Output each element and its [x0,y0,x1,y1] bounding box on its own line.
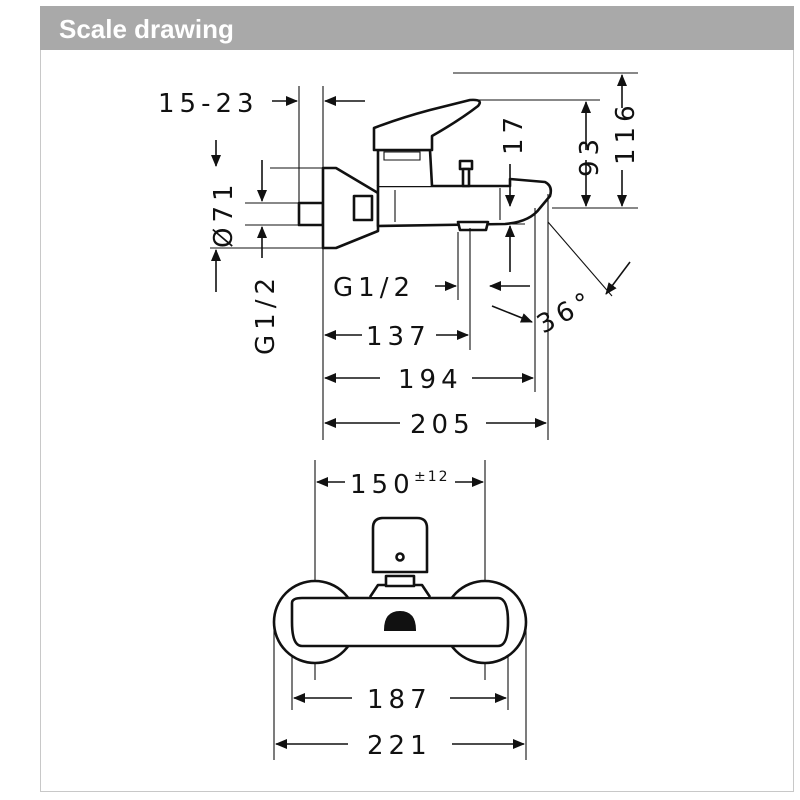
dim-angle: 36° [491,221,631,340]
front-body [272,516,528,665]
label-wall-depth: 15-23 [158,89,259,119]
dim-height-116: 116 [611,74,641,207]
side-lever [372,98,482,152]
side-diverter-stem [461,167,471,188]
dim-width-187: 187 [293,685,507,715]
dim-height-93: 93 [575,101,605,207]
side-nut [352,194,374,222]
dim-lever-17: 17 [499,112,529,272]
side-view: 15-23 Ø71 G1/2 17 [158,72,641,440]
label-centers: 150 [350,470,415,500]
front-lever-screw [395,552,405,562]
dim-thread-outlet: G1/2 [333,273,530,303]
label-height-116: 116 [611,100,641,165]
front-cartridge-ring [384,574,416,588]
side-nipple [297,201,325,227]
header-title: Scale drawing [59,14,234,44]
label-angle: 36° [532,285,600,340]
dim-length-137: 137 [324,322,469,352]
dim-width-221: 221 [275,731,525,761]
dim-length-205: 205 [324,410,547,440]
header-bar: Scale drawing [40,6,794,50]
label-width-221: 221 [367,731,432,761]
front-view: 150 ±12 187 [272,460,528,761]
side-cartridge [376,148,434,187]
side-extension-lines [210,72,638,440]
label-centers-tolerance: ±12 [414,469,450,485]
dim-length-194: 194 [324,365,534,395]
dim-diameter: Ø71 [209,140,239,292]
label-thread-left: G1/2 [251,273,281,355]
side-spout [376,177,553,228]
dim-centers: 150 ±12 [316,469,484,500]
front-aerator [383,610,417,631]
front-lever [371,516,429,574]
side-aerator [456,220,490,232]
label-width-187: 187 [367,685,432,715]
label-height-93: 93 [575,134,605,177]
label-lever-17: 17 [499,112,529,155]
label-thread-outlet: G1/2 [333,273,415,303]
label-length-194: 194 [398,365,463,395]
label-diameter: Ø71 [209,179,239,248]
dim-wall-depth: 15-23 [158,89,365,119]
label-length-137: 137 [366,322,431,352]
dim-thread-left: G1/2 [251,160,281,355]
label-length-205: 205 [410,410,475,440]
